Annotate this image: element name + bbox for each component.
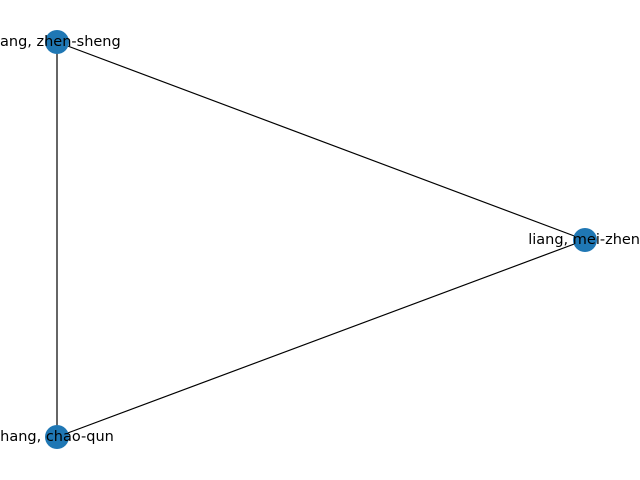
labels-layer: ang, zhen-sheng liang, mei-zhen hang, chao… — [0, 34, 640, 445]
node-label-n1: ang, zhen-sheng — [0, 34, 121, 50]
graph-node-n1 — [45, 30, 69, 54]
node-label-n2: liang, mei-zhen — [528, 232, 640, 248]
graph-node-n3 — [45, 425, 69, 449]
nodes-layer — [45, 30, 597, 449]
node-label-n3: hang, chao-qun — [0, 429, 114, 445]
graph-node-n2 — [573, 228, 597, 252]
graph-edge-n1-n2 — [56, 41, 586, 241]
edges-layer — [56, 41, 586, 438]
graph-edge-n2-n3 — [56, 239, 586, 438]
